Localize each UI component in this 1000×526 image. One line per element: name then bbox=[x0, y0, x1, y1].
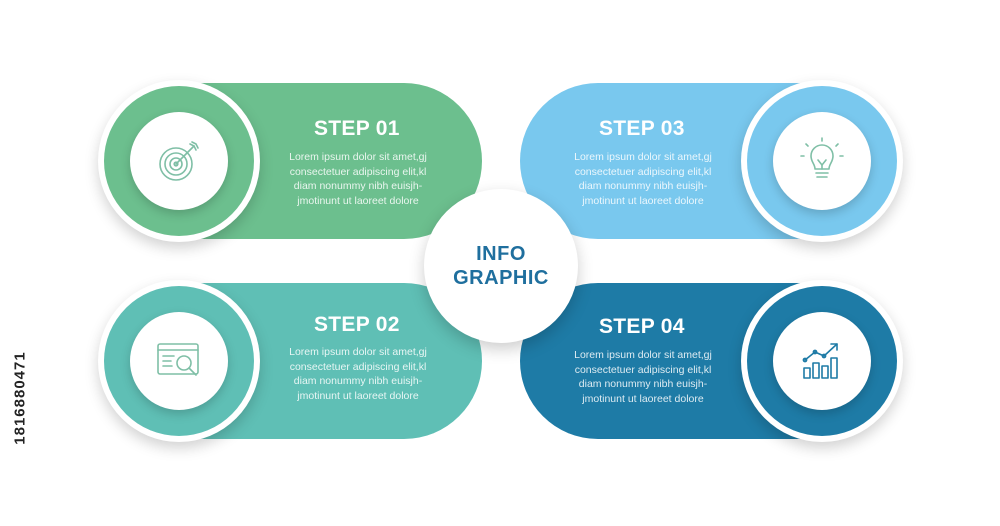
step-01-description: Lorem ipsum dolor sit amet,gj consectetu… bbox=[289, 151, 427, 207]
lightbulb-icon bbox=[800, 137, 844, 178]
step-02-title: STEP 02 bbox=[314, 313, 400, 336]
step-04-description: Lorem ipsum dolor sit amet,gj consectetu… bbox=[574, 349, 712, 405]
step-01-icon-circle bbox=[130, 112, 228, 210]
step-03-description: Lorem ipsum dolor sit amet,gj consectetu… bbox=[574, 151, 712, 207]
side-image-id: 1816880471 bbox=[11, 351, 29, 445]
step-02-description: Lorem ipsum dolor sit amet,gj consectetu… bbox=[289, 346, 427, 402]
step-03-title: STEP 03 bbox=[599, 117, 685, 140]
info-graphic-center-circle: INFO GRAPHIC bbox=[424, 189, 578, 343]
center-title-line-1: INFO bbox=[476, 243, 526, 265]
step-04-title: STEP 04 bbox=[599, 315, 685, 338]
target-icon bbox=[159, 141, 199, 181]
web-search-icon bbox=[157, 343, 199, 376]
growth-chart-icon bbox=[802, 343, 838, 379]
step-04-icon-circle bbox=[773, 312, 871, 410]
center-title-line-2: GRAPHIC bbox=[453, 267, 549, 289]
step-01-title: STEP 01 bbox=[314, 117, 400, 140]
step-03-icon-circle bbox=[773, 112, 871, 210]
step-02-icon-circle bbox=[130, 312, 228, 410]
